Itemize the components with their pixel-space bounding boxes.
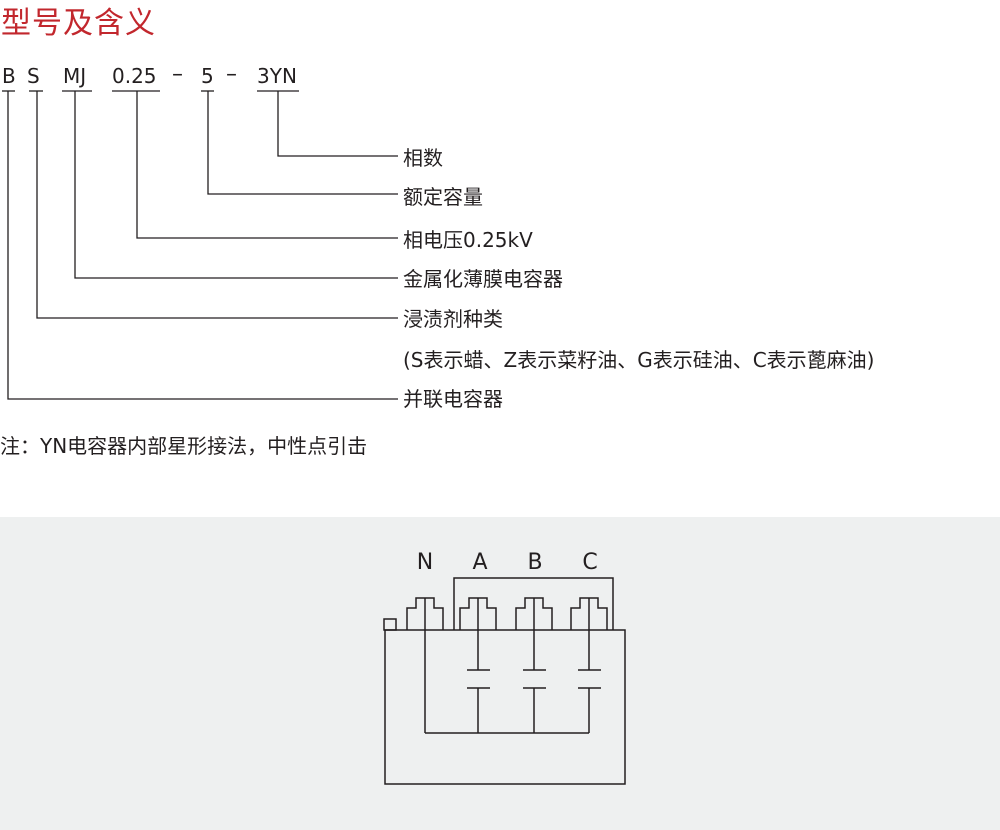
capacitor-phase-c <box>578 630 601 733</box>
leader-rated-capacity <box>207 91 398 195</box>
leader-shunt-capacitor <box>7 91 398 400</box>
terminal-label-c: C <box>582 550 598 575</box>
code-part-capacity: 5 <box>201 64 214 88</box>
terminal-label-n: N <box>416 550 434 575</box>
code-part-voltage: 0.25 <box>112 64 157 88</box>
schematic-panel <box>0 517 1000 830</box>
code-separator-1: – <box>172 62 183 87</box>
code-part-s: S <box>27 64 40 88</box>
code-part-mj: MJ <box>63 64 87 88</box>
meaning-rated-capacity: 额定容量 <box>403 185 483 209</box>
leader-film-capacitor <box>74 91 398 279</box>
terminal-label-b: B <box>527 550 543 575</box>
code-part-phase: 3YN <box>257 64 297 88</box>
model-code-leader-lines <box>2 90 398 400</box>
leader-impregnant-type <box>36 91 398 319</box>
capacitor-phase-a <box>467 630 490 733</box>
bushing-n <box>406 597 444 630</box>
leader-phase-count <box>277 91 398 157</box>
meaning-phase-count: 相数 <box>403 146 443 170</box>
bushing-a <box>459 597 497 630</box>
wiring-note: 注：YN电容器内部星形接法，中性点引击 <box>0 434 368 458</box>
bushing-b <box>515 597 553 630</box>
meaning-impregnant-codes: (S表示蜡、Z表示菜籽油、G表示硅油、C表示蓖麻油) <box>403 348 875 372</box>
terminal-label-a: A <box>472 550 488 575</box>
capacitor-phase-b <box>523 630 546 733</box>
ground-tab <box>383 618 397 631</box>
meaning-film-capacitor: 金属化薄膜电容器 <box>403 267 563 291</box>
page-title: 型号及含义 <box>1 6 156 41</box>
code-part-b: B <box>2 64 16 88</box>
meaning-shunt-capacitor: 并联电容器 <box>403 387 503 411</box>
phase-bracket <box>453 577 614 630</box>
meaning-phase-voltage: 相电压0.25kV <box>403 228 533 252</box>
leader-phase-voltage <box>136 91 398 239</box>
bushing-c <box>570 597 608 630</box>
meaning-impregnant-type: 浸渍剂种类 <box>403 307 503 331</box>
code-separator-2: – <box>226 62 237 87</box>
capacitor-enclosure <box>384 629 626 785</box>
